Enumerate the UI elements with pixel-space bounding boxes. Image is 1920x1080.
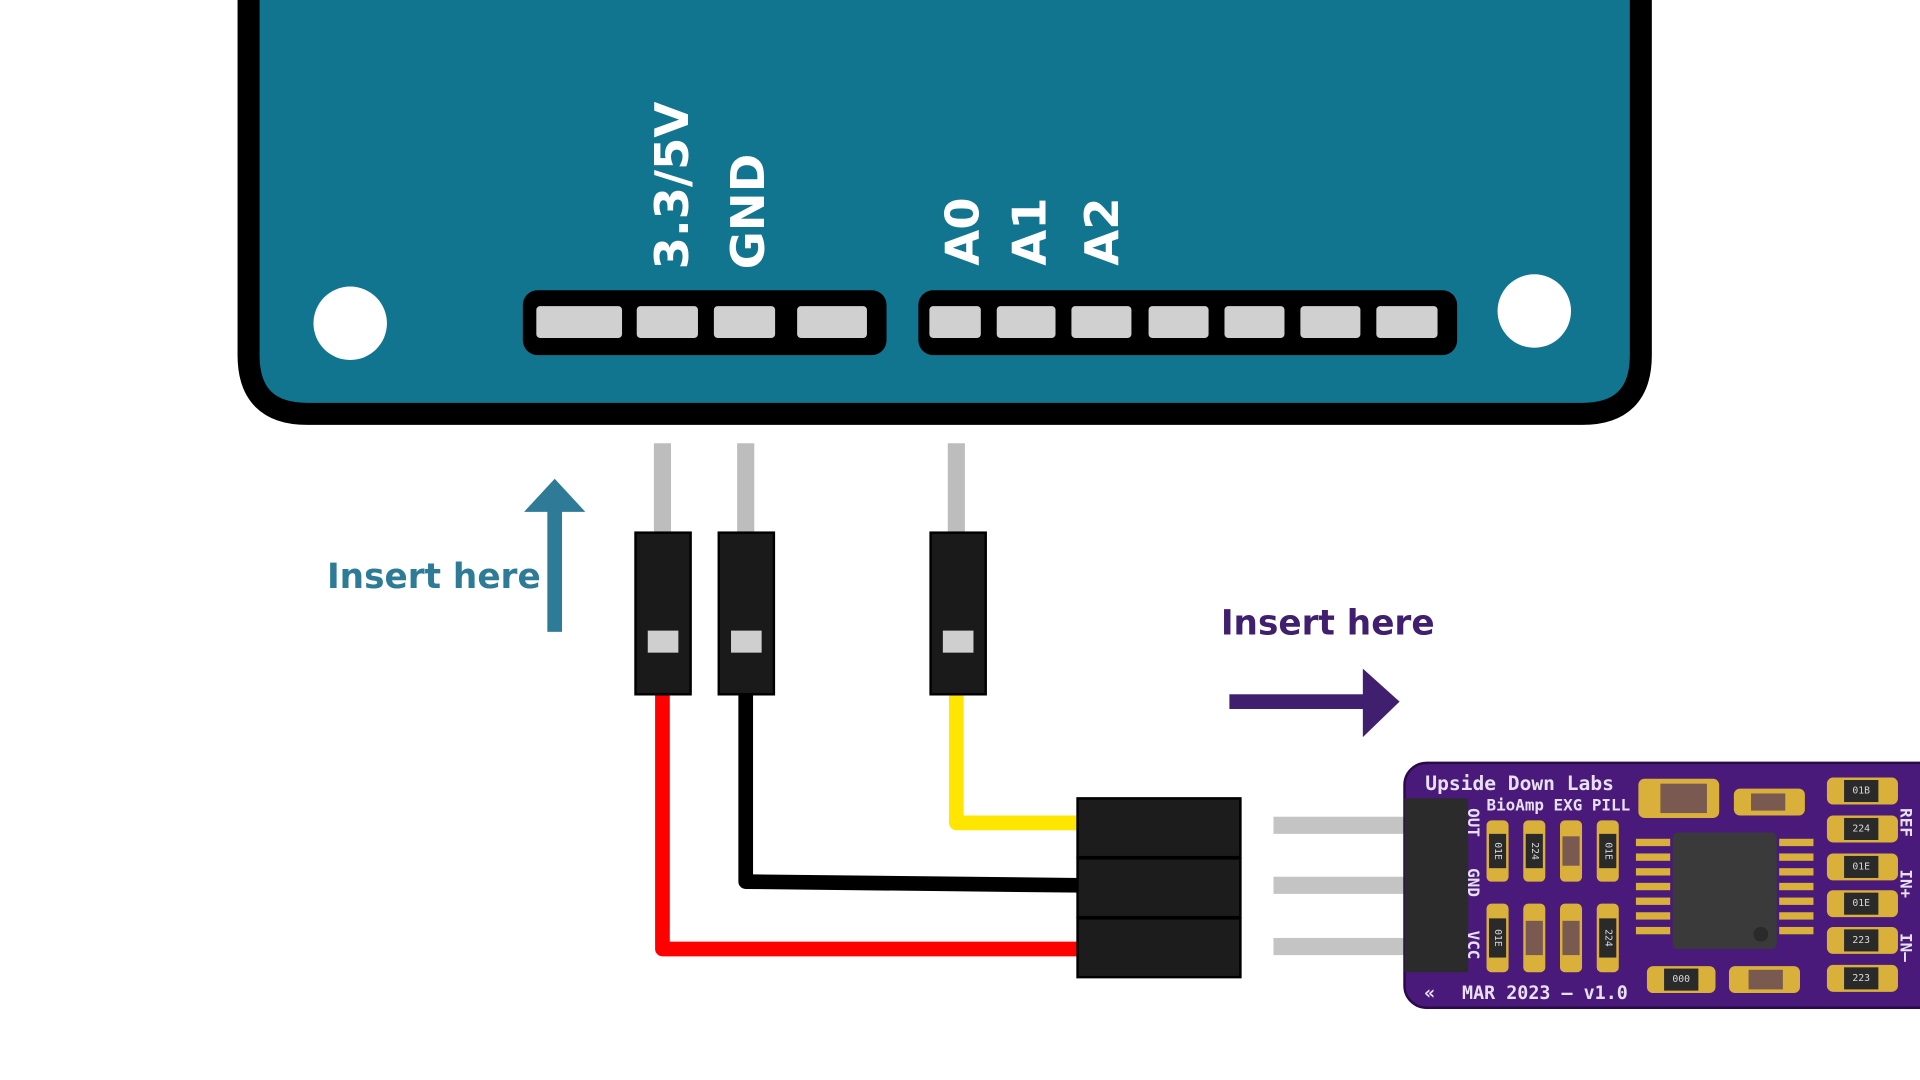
header-pin	[1300, 306, 1361, 338]
component-code: 01E	[1852, 861, 1870, 872]
wire-vcc	[655, 691, 1080, 957]
mounting-hole	[313, 286, 387, 360]
component-code: 223	[1852, 935, 1870, 946]
header-pin-a0	[929, 306, 981, 338]
insert-arrow-up-icon	[524, 478, 586, 632]
pin-label-ref: REF	[1896, 808, 1915, 837]
pin-label-gnd: GND	[721, 154, 775, 270]
pin-label-in-minus: IN–	[1896, 933, 1915, 962]
header-pin-gnd	[713, 306, 776, 338]
pin-label-in-plus: IN+	[1896, 869, 1915, 898]
header-pin	[1224, 306, 1285, 338]
component-code: 01B	[1852, 786, 1870, 797]
header-pin	[1148, 306, 1209, 338]
insert-here-board-label: Insert here	[327, 557, 541, 597]
jumper-signal	[929, 443, 987, 696]
component-code: 224	[1852, 823, 1870, 834]
insert-arrow-right-icon	[1229, 668, 1400, 738]
ic-pads	[1635, 838, 1814, 935]
component-code: 224	[1529, 842, 1540, 860]
component-code: 01E	[1492, 842, 1503, 860]
component-code: 01E	[1852, 898, 1870, 909]
chevrons-icon: «	[1424, 983, 1435, 1004]
jumper-vcc	[634, 443, 692, 696]
dev-board: 3.3/5V GND A0 A1 A2	[237, 0, 1652, 425]
ic-chip	[1672, 832, 1777, 949]
module-pin	[1273, 876, 1439, 894]
module-pin	[1273, 816, 1439, 834]
component-code: 000	[1672, 974, 1690, 985]
component-code: 01E	[1602, 842, 1613, 860]
pin-label-vcc: 3.3/5V	[645, 102, 699, 270]
component-codes: 01E 224 01E 01E 224 01B 224 01E 01E 223 …	[1492, 786, 1870, 986]
module-brand: Upside Down Labs	[1425, 772, 1614, 795]
wire-signal	[948, 691, 1080, 831]
header-pin	[1376, 306, 1438, 338]
header-pin-vcc	[636, 306, 698, 338]
bioamp-module: Upside Down Labs BioAmp EXG PILL « MAR 2…	[1403, 761, 1920, 1009]
module-revision: MAR 2023 – v1.0	[1462, 983, 1628, 1004]
smd-components: 01E 224 01E 01E 224 01B 224 01E 01E 223 …	[1486, 777, 1898, 994]
wires	[655, 691, 1081, 957]
pin-label-a0: A0	[935, 197, 989, 265]
jumper-connectors	[634, 443, 987, 696]
module-pin	[1273, 937, 1439, 956]
component-code: 223	[1852, 973, 1870, 984]
header-pin	[536, 306, 623, 338]
wire-gnd	[738, 691, 1081, 893]
pin-label-a2: A2	[1075, 197, 1129, 265]
component-code: 01E	[1492, 929, 1503, 947]
insert-here-module-label: Insert here	[1221, 603, 1435, 643]
module-name: BioAmp EXG PILL	[1487, 796, 1631, 815]
jumper-gnd	[717, 443, 776, 696]
header-pin-a2	[1071, 306, 1132, 338]
header-pin-a1	[996, 306, 1056, 338]
mounting-hole	[1497, 274, 1572, 348]
female-connector-block	[1076, 797, 1439, 979]
component-code: 224	[1602, 929, 1613, 947]
pin-label-a1: A1	[1003, 197, 1057, 265]
pin-label-vcc: VCC	[1464, 931, 1483, 960]
header-pin	[797, 306, 867, 338]
pin-label-out: OUT	[1464, 808, 1483, 837]
pin-label-gnd: GND	[1464, 868, 1483, 897]
